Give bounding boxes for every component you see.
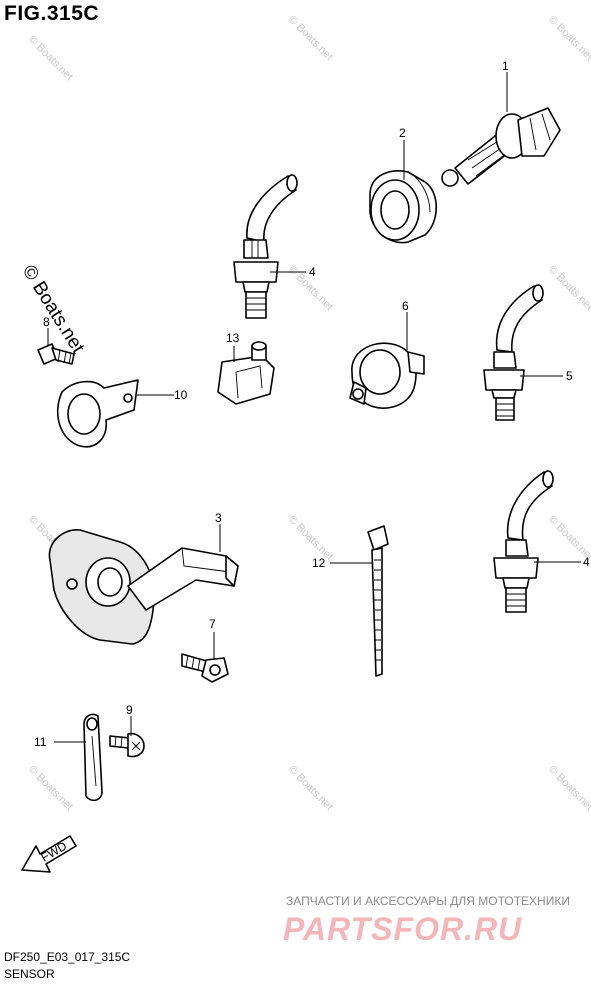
callout-13: 13 bbox=[226, 331, 240, 345]
callout-12: 12 bbox=[312, 556, 326, 570]
callout-4-upper: 4 bbox=[309, 265, 316, 279]
callout-1: 1 bbox=[502, 59, 509, 73]
watermark-large: © Boats.net bbox=[18, 262, 89, 358]
section-name: SENSOR bbox=[4, 967, 55, 981]
figure-title: FIG.315C bbox=[4, 2, 100, 25]
watermark-9: © Boats.net bbox=[26, 764, 75, 813]
callout-8: 8 bbox=[43, 315, 50, 329]
callout-7: 7 bbox=[209, 617, 216, 631]
callout-11: 11 bbox=[34, 735, 47, 749]
part-4-sensor-upper bbox=[233, 174, 298, 319]
ad-watermark: ЗАПЧАСТИ И АКСЕССУАРЫ ДЛЯ МОТОТЕХНИКИ PA… bbox=[283, 894, 570, 947]
callout-4-lower: 4 bbox=[583, 555, 590, 569]
part-5-sensor bbox=[483, 284, 544, 421]
watermark-3: © Boats.net bbox=[546, 14, 591, 63]
watermark-5: © Boats.net bbox=[546, 264, 591, 313]
watermark-7: © Boats.net bbox=[286, 514, 335, 563]
model-code: DF250_E03_017_315C bbox=[4, 950, 131, 964]
part-3-sensor-arm bbox=[48, 529, 239, 645]
callout-9: 9 bbox=[126, 703, 133, 717]
part-9-screw bbox=[109, 732, 145, 758]
part-7-bolt bbox=[181, 653, 229, 683]
part-4-sensor-lower bbox=[493, 470, 554, 613]
part-8-bolt bbox=[37, 343, 75, 365]
callout-labels: 1 2 3 4 4 5 6 7 8 9 10 11 12 13 bbox=[34, 59, 590, 749]
callout-10: 10 bbox=[174, 388, 188, 402]
callout-5: 5 bbox=[566, 369, 573, 383]
callout-6: 6 bbox=[402, 299, 409, 313]
watermark-1: © Boats.net bbox=[26, 34, 75, 83]
part-2-grommet bbox=[369, 170, 437, 244]
leader-lines bbox=[47, 72, 581, 743]
callout-2: 2 bbox=[399, 126, 406, 140]
part-11-holder bbox=[83, 713, 103, 802]
part-12-cable-tie bbox=[367, 525, 389, 677]
callout-3: 3 bbox=[215, 511, 222, 525]
ad-tagline: ЗАПЧАСТИ И АКСЕССУАРЫ ДЛЯ МОТОТЕХНИКИ bbox=[286, 894, 570, 908]
part-10-clamp bbox=[56, 379, 139, 448]
part-13-clip bbox=[217, 341, 275, 405]
watermark-2: © Boats.net bbox=[286, 14, 335, 63]
fwd-arrow: FWD bbox=[21, 835, 77, 873]
part-1-sensor bbox=[441, 107, 561, 187]
ad-logo: PARTSFOR.RU bbox=[283, 911, 522, 947]
watermark-11: © Boats.net bbox=[546, 764, 591, 813]
watermark-10: © Boats.net bbox=[286, 764, 335, 813]
part-6-knock-sensor bbox=[349, 342, 425, 409]
